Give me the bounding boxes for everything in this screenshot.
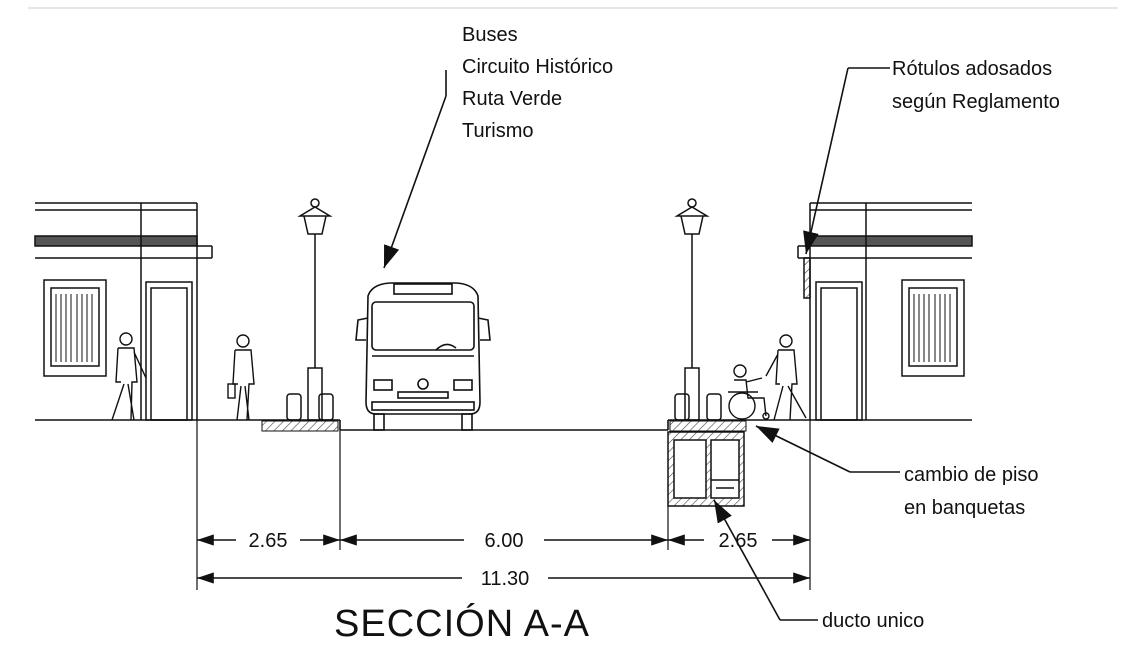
bus-label-line-3: Ruta Verde xyxy=(462,88,562,110)
dim-total: 11.30 xyxy=(481,568,530,590)
left-building xyxy=(34,202,213,421)
right-building xyxy=(797,202,973,421)
right-curb-hatch xyxy=(669,420,747,432)
ground-profile xyxy=(35,419,972,431)
piso-label-line-1: cambio de piso xyxy=(904,464,1039,486)
pedestrian-right xyxy=(765,334,807,421)
pedestrian-left-2 xyxy=(227,334,255,421)
section-title: SECCIÓN A-A xyxy=(334,602,590,645)
left-curb-hatch xyxy=(261,420,339,432)
underground-duct xyxy=(667,431,745,507)
rotulos-label-line-2: según Reglamento xyxy=(892,91,1060,113)
piso-label-line-2: en banquetas xyxy=(904,497,1025,519)
left-lamp-post xyxy=(286,198,334,421)
bus-label-line-4: Turismo xyxy=(462,120,533,142)
bus-label-line-2: Circuito Histórico xyxy=(462,56,613,78)
leader-lines xyxy=(383,67,900,621)
dim-left-sidewalk: 2.65 xyxy=(249,530,288,552)
ducto-label: ducto unico xyxy=(822,610,924,632)
dimension-lines xyxy=(197,534,810,584)
bus-label-line-1: Buses xyxy=(462,24,518,46)
bus-front xyxy=(355,282,491,431)
rotulos-label: Rótulos adosados según Reglamento xyxy=(892,58,1060,113)
dim-right-sidewalk: 2.65 xyxy=(719,530,758,552)
dim-roadway: 6.00 xyxy=(485,530,524,552)
piso-label: cambio de piso en banquetas xyxy=(904,464,1039,519)
pedestrian-left-1 xyxy=(111,332,147,421)
wheelchair-user xyxy=(728,364,770,420)
bus-label: Buses Circuito Histórico Ruta Verde Turi… xyxy=(462,24,613,142)
right-lamp-post xyxy=(674,198,722,421)
dimension-extension-lines xyxy=(196,420,811,590)
rotulos-label-line-1: Rótulos adosados xyxy=(892,58,1052,80)
